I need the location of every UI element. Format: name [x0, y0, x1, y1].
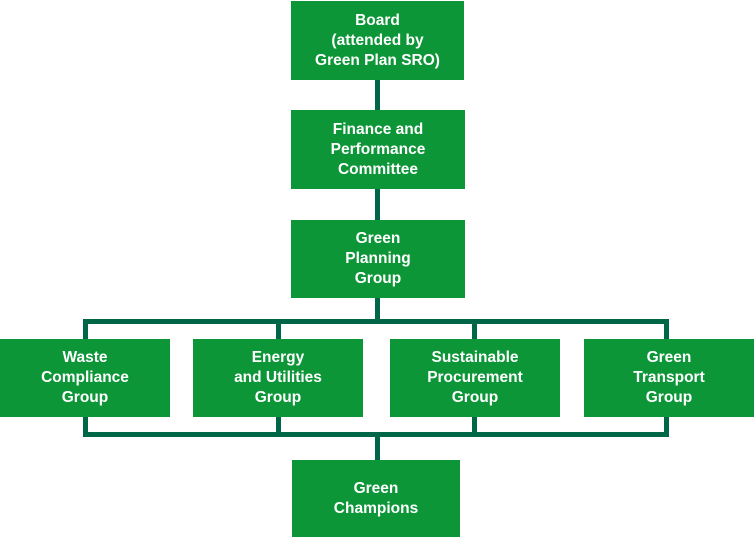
- org-box-energy-utilities-group: Energy and Utilities Group: [193, 339, 363, 417]
- connector-bracket-to-energy: [276, 319, 281, 339]
- connector-transport-to-bottom-bracket: [664, 417, 669, 437]
- connector-bracket-to-champions: [375, 432, 380, 460]
- org-box-sustainable-procurement-group: Sustainable Procurement Group: [390, 339, 560, 417]
- org-box-waste-compliance-group: Waste Compliance Group: [0, 339, 170, 417]
- connector-sustainable-to-bottom-bracket: [472, 417, 477, 437]
- connector-planning-to-bracket: [375, 298, 380, 324]
- connector-board-to-finance: [375, 80, 380, 110]
- connector-bracket-to-sustainable: [472, 319, 477, 339]
- connector-energy-to-bottom-bracket: [276, 417, 281, 437]
- connector-bracket-to-waste: [83, 319, 88, 339]
- org-box-board: Board (attended by Green Plan SRO): [291, 1, 464, 80]
- connector-bracket-to-transport: [664, 319, 669, 339]
- org-box-green-champions: Green Champions: [292, 460, 460, 537]
- org-box-green-transport-group: Green Transport Group: [584, 339, 754, 417]
- org-box-finance-performance-committee: Finance and Performance Committee: [291, 110, 465, 189]
- connector-waste-to-bottom-bracket: [83, 417, 88, 437]
- connector-finance-to-planning: [375, 189, 380, 220]
- org-box-green-planning-group: Green Planning Group: [291, 220, 465, 298]
- connector-top-bracket: [83, 319, 669, 324]
